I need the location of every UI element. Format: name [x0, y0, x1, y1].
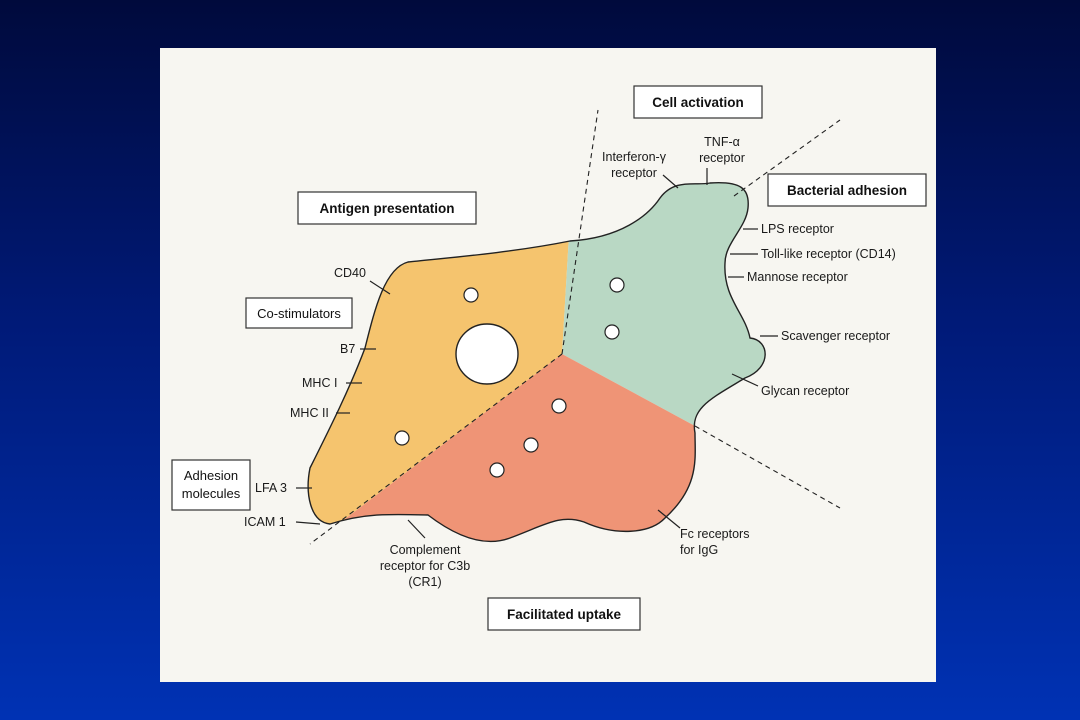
interferon-gamma-receptor-label: Interferon-γ receptor: [602, 150, 679, 189]
tnf-alpha-receptor-label: TNF-α receptor: [699, 135, 745, 185]
diagram-panel: Cell activation Antigen presentation Bac…: [160, 48, 936, 682]
antigen-presentation-box: Antigen presentation: [297, 191, 477, 225]
lps-receptor-label: LPS receptor: [743, 222, 834, 236]
facilitated-uptake-box: Facilitated uptake: [487, 597, 641, 631]
antigen-presentation-region: [308, 182, 580, 542]
svg-text:LFA 3: LFA 3: [255, 481, 287, 495]
mannose-receptor-label: Mannose receptor: [728, 270, 848, 284]
svg-text:Adhesion: Adhesion: [184, 468, 238, 483]
svg-text:Facilitated uptake: Facilitated uptake: [507, 607, 622, 622]
vesicle: [489, 462, 505, 478]
icam1-label: ICAM 1: [244, 515, 321, 529]
scavenger-receptor-label: Scavenger receptor: [760, 329, 890, 343]
adhesion-molecules-box: Adhesion molecules: [171, 459, 251, 511]
svg-text:for IgG: for IgG: [680, 543, 718, 557]
mhc1-label: MHC I: [302, 376, 362, 390]
complement-receptor-label: Complement receptor for C3b (CR1): [380, 519, 470, 589]
facilitated-uptake-region: [308, 354, 766, 542]
svg-text:Bacterial adhesion: Bacterial adhesion: [787, 183, 907, 198]
glycan-receptor-label: Glycan receptor: [731, 373, 849, 398]
svg-text:MHC I: MHC I: [302, 376, 337, 390]
vesicle: [463, 287, 479, 303]
divider-right-lower: [694, 425, 841, 509]
macrophage-diagram: Cell activation Antigen presentation Bac…: [171, 85, 927, 631]
lfa3-label: LFA 3: [255, 481, 312, 495]
svg-text:Scavenger receptor: Scavenger receptor: [781, 329, 890, 343]
vesicle: [394, 430, 410, 446]
svg-text:molecules: molecules: [182, 486, 241, 501]
svg-text:Complement: Complement: [390, 543, 461, 557]
toll-like-receptor-label: Toll-like receptor (CD14): [730, 247, 896, 261]
b7-label: B7: [340, 342, 376, 356]
svg-text:Mannose receptor: Mannose receptor: [747, 270, 848, 284]
vesicle: [609, 277, 625, 293]
mhc2-label: MHC II: [290, 406, 350, 420]
svg-text:B7: B7: [340, 342, 355, 356]
divider-left: [309, 353, 563, 545]
svg-text:receptor for C3b: receptor for C3b: [380, 559, 470, 573]
bacterial-adhesion-box: Bacterial adhesion: [767, 173, 927, 207]
cd40-label: CD40: [334, 266, 391, 295]
svg-text:TNF-α: TNF-α: [704, 135, 740, 149]
svg-text:Interferon-γ: Interferon-γ: [602, 150, 667, 164]
cell-outline: [307, 181, 766, 543]
svg-text:Cell activation: Cell activation: [652, 95, 744, 110]
co-stimulators-box: Co-stimulators: [245, 297, 353, 329]
svg-text:CD40: CD40: [334, 266, 366, 280]
svg-text:Fc receptors: Fc receptors: [680, 527, 749, 541]
svg-text:receptor: receptor: [611, 166, 657, 180]
fc-receptors-label: Fc receptors for IgG: [657, 509, 749, 557]
divider-right-upper: [733, 119, 841, 197]
svg-text:Co-stimulators: Co-stimulators: [257, 306, 341, 321]
svg-text:(CR1): (CR1): [408, 575, 441, 589]
svg-text:Glycan receptor: Glycan receptor: [761, 384, 849, 398]
vesicle: [523, 437, 539, 453]
vesicle: [604, 324, 620, 340]
svg-text:MHC II: MHC II: [290, 406, 329, 420]
cell-activation-box: Cell activation: [633, 85, 763, 119]
svg-text:Toll-like receptor (CD14): Toll-like receptor (CD14): [761, 247, 896, 261]
svg-text:ICAM 1: ICAM 1: [244, 515, 286, 529]
cell-body: [308, 182, 766, 542]
svg-text:receptor: receptor: [699, 151, 745, 165]
vesicle: [551, 398, 567, 414]
svg-text:Antigen presentation: Antigen presentation: [319, 201, 454, 216]
nucleus: [455, 323, 519, 385]
svg-text:LPS receptor: LPS receptor: [761, 222, 834, 236]
